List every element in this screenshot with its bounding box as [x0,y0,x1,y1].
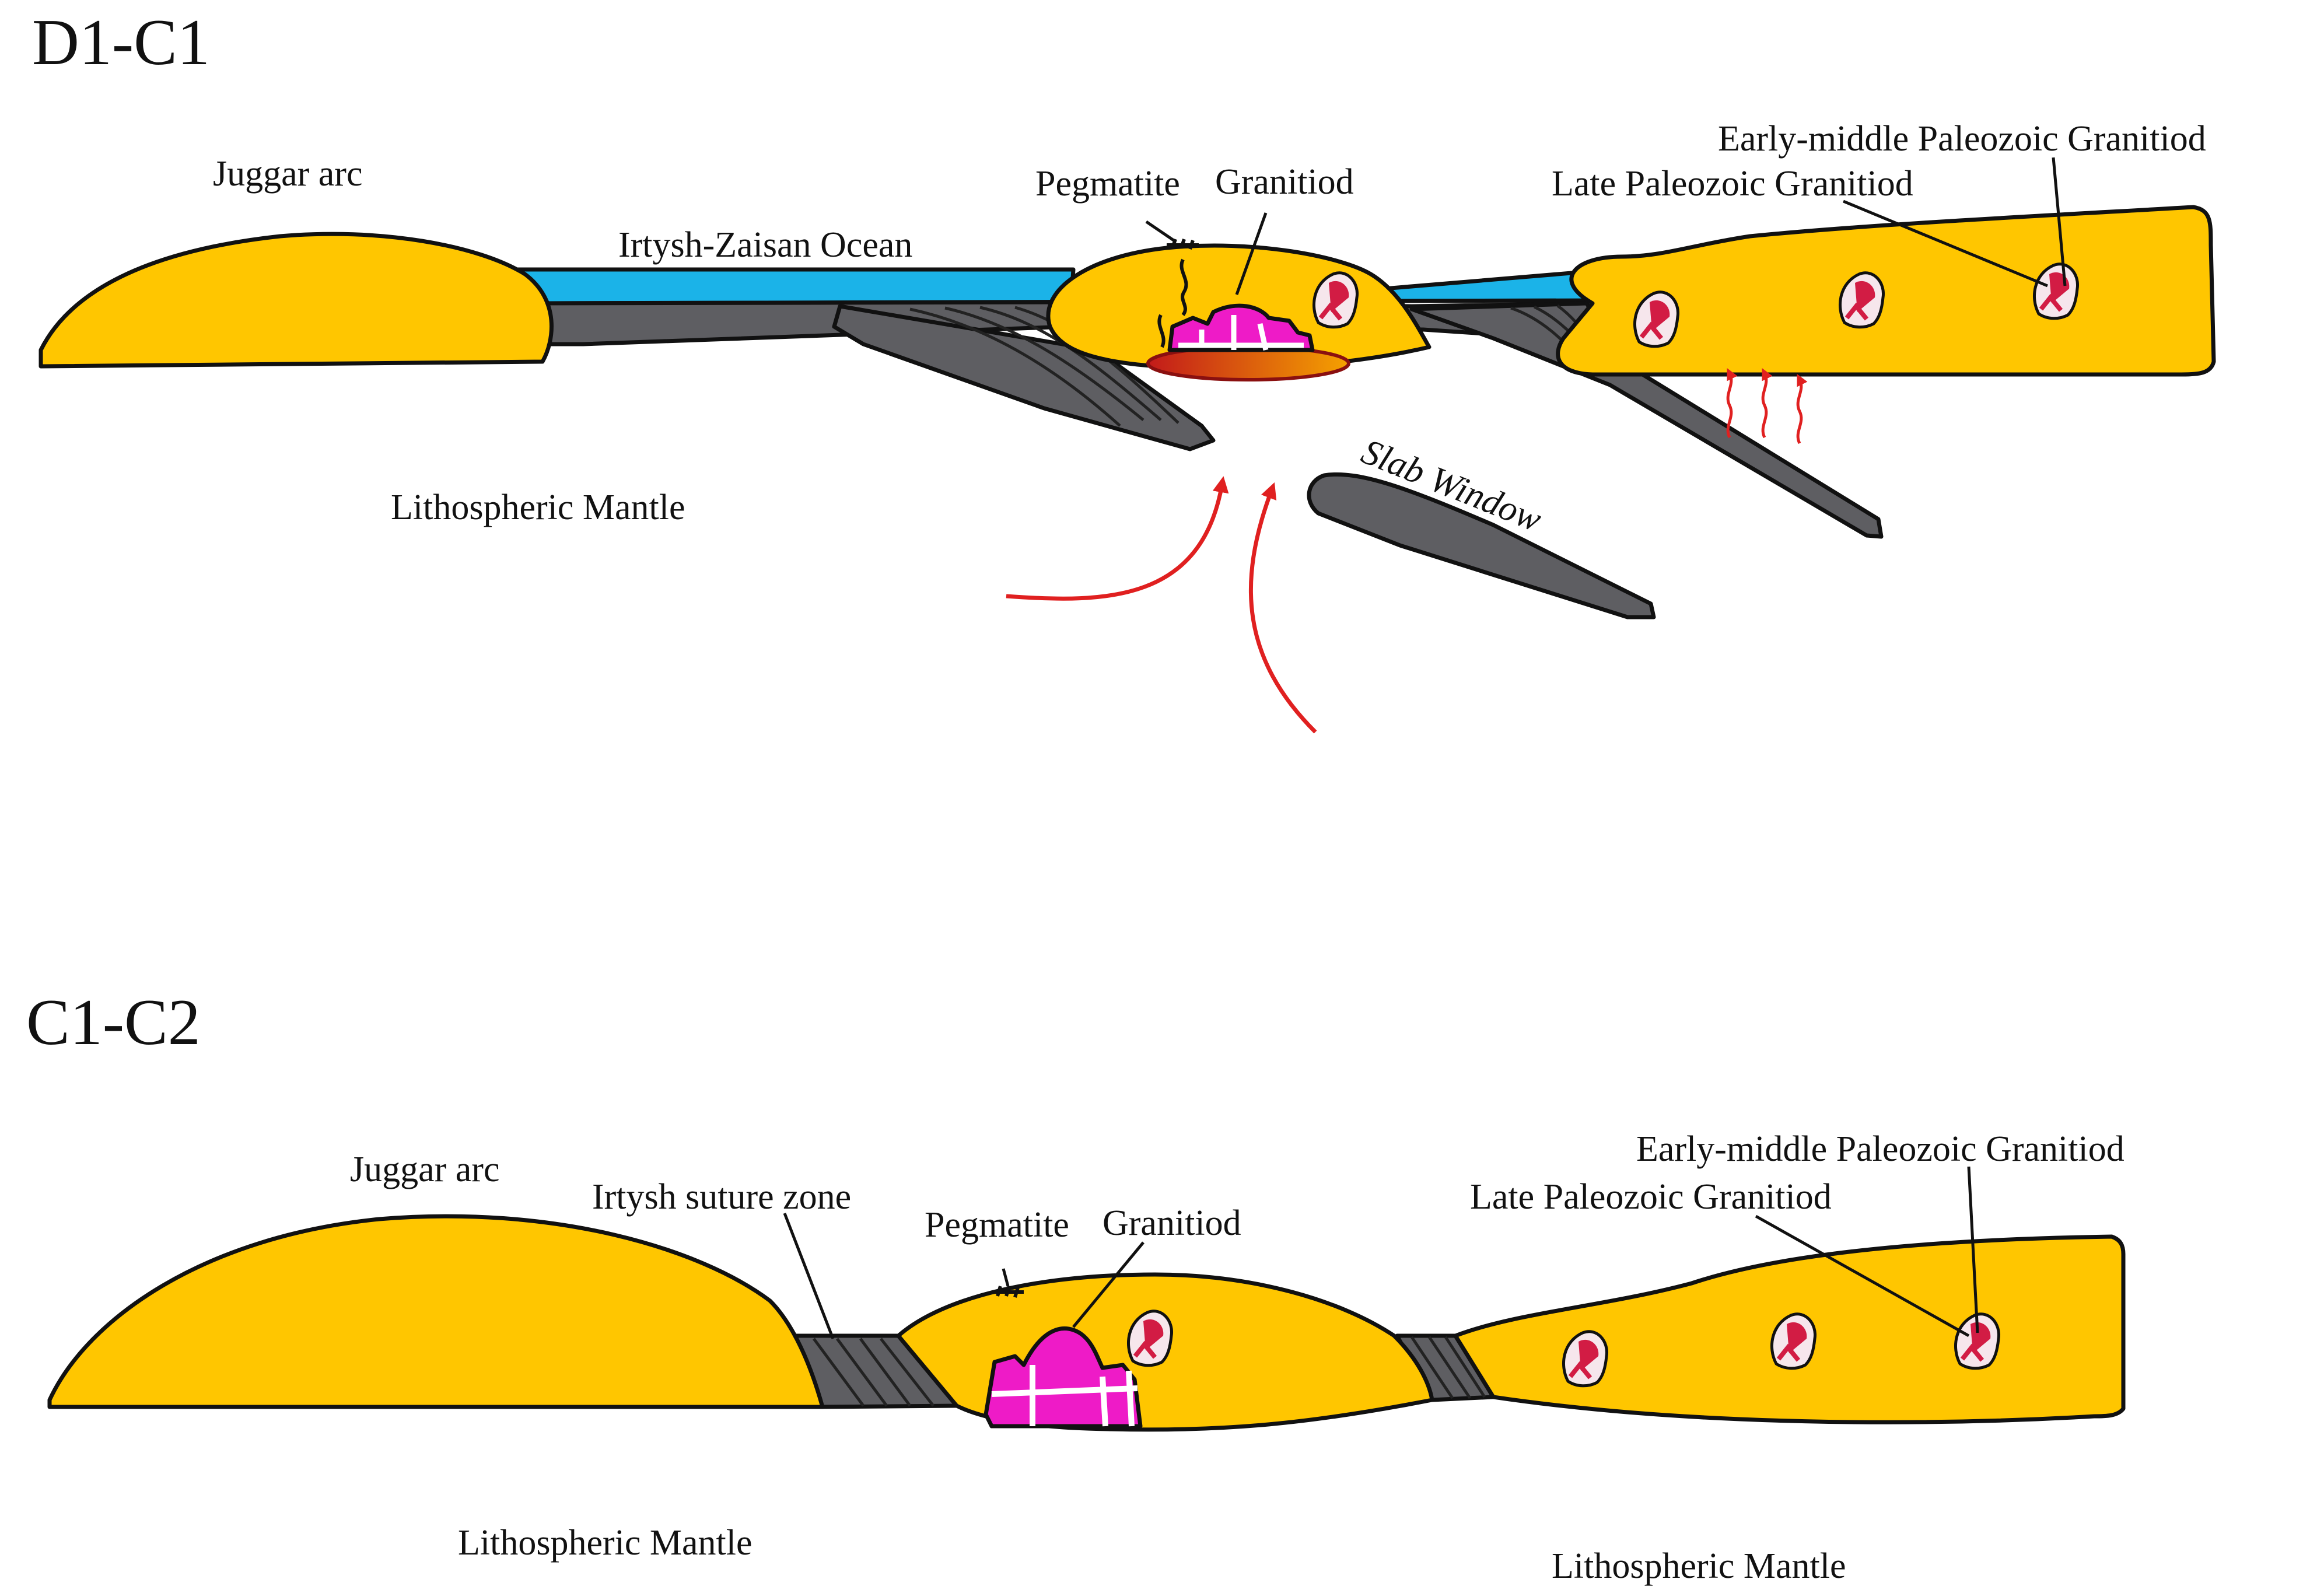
label-early-middle-granitiod: Early-middle Paleozoic Granitiod [1636,1129,2124,1169]
granitoid-joints [1178,315,1304,351]
subducting-slab-west [832,304,1216,451]
label-juggar-arc: Juggar arc [350,1150,499,1189]
label-early-middle-granitiod: Early-middle Paleozoic Granitiod [1718,119,2206,159]
granitoid-joints [991,1365,1138,1427]
granitoid-body [1167,303,1315,352]
upwelling-arrow [1006,476,1317,734]
juggar-arc-block [38,232,554,369]
heat-arrow-icon [1726,368,1808,444]
label-ocean: Irtysh-Zaisan Ocean [618,225,912,265]
leader-lines [783,1166,1979,1339]
label-pegmatite: Pegmatite [925,1205,1069,1245]
label-lithospheric-mantle-left: Lithospheric Mantle [458,1523,752,1563]
pegmatite-vein-icon [1157,239,1199,348]
panel-title: C1-C2 [26,986,201,1059]
slab-window-slab [1307,472,1656,619]
label-granitiod: Granitiod [1215,162,1354,202]
leader-lines [1145,157,2067,295]
panel-c1-c2: C1-C2 [26,986,2126,1586]
suture-stripes-east [1410,1336,1486,1399]
label-late-granitiod: Late Paleozoic Granitiod [1552,164,1913,204]
juggar-arc-block [47,1214,825,1409]
label-lithospheric-mantle: Lithospheric Mantle [391,488,685,527]
label-pegmatite: Pegmatite [1035,164,1180,204]
label-lithospheric-mantle-right: Lithospheric Mantle [1552,1546,1846,1586]
label-suture-zone: Irtysh suture zone [592,1177,851,1217]
eastern-block [1556,205,2216,377]
label-late-granitiod: Late Paleozoic Granitiod [1470,1177,1832,1217]
label-juggar-arc: Juggar arc [213,154,362,194]
suture-stripes-west [812,1338,935,1407]
panel-d1-c1: D1-C1 [32,6,2216,734]
label-granitiod: Granitiod [1102,1203,1241,1243]
pegmatite-vein-icon [992,1286,1024,1298]
panel-title: D1-C1 [32,6,210,79]
